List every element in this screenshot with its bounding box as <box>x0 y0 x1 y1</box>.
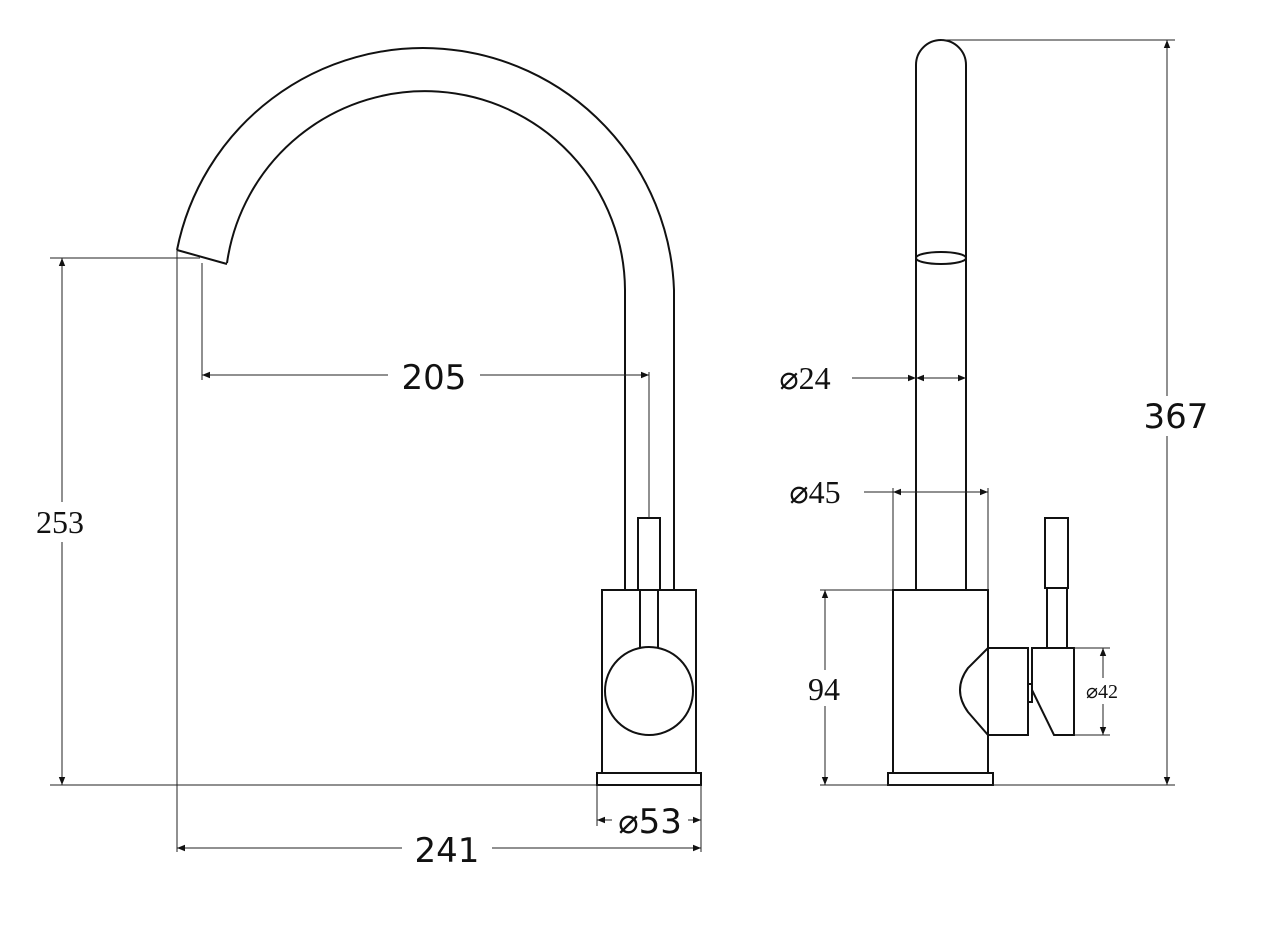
spout-inner <box>226 90 626 590</box>
lever-top <box>1044 517 1069 589</box>
dim-label-spout-height: 253 <box>36 504 84 540</box>
spout-tube <box>915 39 967 590</box>
dim-label-body-diameter: ⌀45 <box>789 474 840 510</box>
dim-label-total-height: 367 <box>1144 397 1209 437</box>
base-plate <box>596 772 702 786</box>
lever-rod <box>1046 588 1068 648</box>
handle-hub <box>959 647 1029 736</box>
body <box>892 589 989 774</box>
lever-knob <box>604 646 694 736</box>
spout-tip <box>176 249 228 265</box>
dim-label-spout-reach: 205 <box>402 358 467 398</box>
base-plate <box>887 772 994 786</box>
side-view: 367 ⌀24 ⌀45 94 ⌀42 <box>779 39 1214 786</box>
body <box>601 589 697 774</box>
handle-connector <box>1027 683 1033 703</box>
handle-lever <box>1031 647 1075 736</box>
dim-label-base-diameter: ⌀53 <box>618 802 682 842</box>
spout-joint <box>915 251 967 265</box>
lever-top <box>637 517 661 591</box>
front-view: 253 205 241 ⌀53 <box>30 47 702 871</box>
spout-outer <box>176 47 675 590</box>
dim-label-total-width: 241 <box>415 831 480 871</box>
lever-rod <box>639 590 659 648</box>
dim-label-body-height: 94 <box>808 671 840 707</box>
dim-label-handle-diameter: ⌀42 <box>1086 681 1118 703</box>
dim-label-spout-diameter: ⌀24 <box>779 360 830 396</box>
